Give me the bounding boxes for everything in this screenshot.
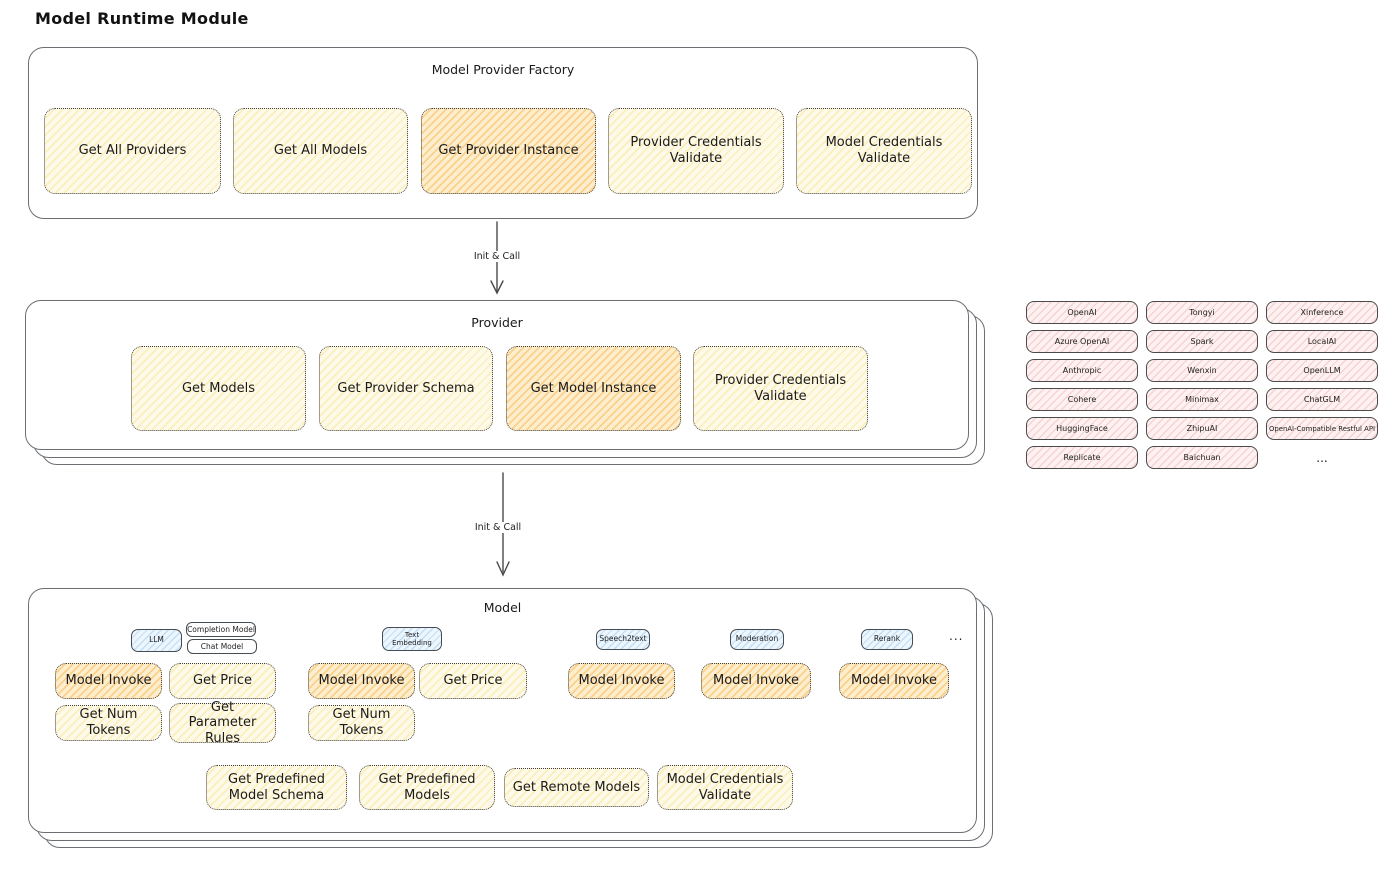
model-card: Model LLM Completion Model Chat Model Te… [28,588,993,848]
provider-pill-openai-compatible: OpenAI-Compatible Restful API [1266,417,1378,440]
provider-box-provider-credentials-validate: Provider Credentials Validate [693,346,868,431]
model-tag-llm: LLM [131,629,182,652]
provider-card-border: Provider Get Models Get Provider Schema … [25,300,969,450]
provider-pill-huggingface: HuggingFace [1026,417,1138,440]
model-tag-text-embedding: Text Embedding [382,627,442,651]
factory-box-model-credentials-validate: Model Credentials Validate [796,108,972,194]
arrow-label-init-call-1: Init & Call [469,251,525,262]
provider-pill-zhipuai: ZhipuAI [1146,417,1258,440]
factory-card-title: Model Provider Factory [431,62,575,77]
factory-box-get-provider-instance: Get Provider Instance [421,108,596,194]
provider-pill-spark: Spark [1146,330,1258,353]
factory-box-get-all-models: Get All Models [233,108,408,194]
model-tag-moderation: Moderation [730,629,784,650]
provider-pill-xinference: Xinference [1266,301,1378,324]
model-llm-model-invoke: Model Invoke [55,663,162,699]
model-card-border: Model LLM Completion Model Chat Model Te… [28,588,977,833]
model-get-predefined-model-schema: Get Predefined Model Schema [206,765,347,810]
factory-card: Model Provider Factory Get All Providers… [28,47,978,219]
model-llm-get-parameter-rules: Get Parameter Rules [169,700,276,746]
model-rerank-model-invoke: Model Invoke [839,663,949,699]
model-text-embedding-model-invoke: Model Invoke [308,663,415,699]
provider-pill-openai: OpenAI [1026,301,1138,324]
diagram-title: Model Runtime Module [35,9,249,28]
provider-card-title: Provider [471,315,523,330]
provider-list-grid: OpenAI Tongyi Xinference Azure OpenAI Sp… [1026,301,1378,469]
provider-pill-tongyi: Tongyi [1146,301,1258,324]
model-get-predefined-models: Get Predefined Models [359,765,495,810]
provider-pill-cohere: Cohere [1026,388,1138,411]
model-speech2text-model-invoke: Model Invoke [568,663,675,699]
model-text-embedding-get-price: Get Price [419,663,527,699]
provider-pill-azure-openai: Azure OpenAI [1026,330,1138,353]
provider-box-get-provider-schema: Get Provider Schema [319,346,493,431]
provider-pill-replicate: Replicate [1026,446,1138,469]
provider-card: Provider Get Models Get Provider Schema … [25,300,985,465]
provider-pill-baichuan: Baichuan [1146,446,1258,469]
factory-box-provider-credentials-validate: Provider Credentials Validate [608,108,784,194]
provider-box-get-model-instance: Get Model Instance [506,346,681,431]
provider-box-get-models: Get Models [131,346,306,431]
model-get-remote-models: Get Remote Models [504,768,649,807]
model-text-embedding-get-num-tokens: Get Num Tokens [308,705,415,741]
model-moderation-model-invoke: Model Invoke [701,663,811,699]
model-llm-get-num-tokens: Get Num Tokens [55,705,162,741]
model-tag-rerank: Rerank [861,629,913,650]
provider-pill-minimax: Minimax [1146,388,1258,411]
arrow-label-init-call-2: Init & Call [470,522,526,533]
model-llm-get-price: Get Price [169,663,276,699]
model-card-title: Model [483,600,522,615]
provider-pill-wenxin: Wenxin [1146,359,1258,382]
model-tag-chat-model: Chat Model [187,639,257,654]
provider-pill-chatglm: ChatGLM [1266,388,1378,411]
model-types-ellipsis: ... [949,629,964,643]
factory-card-border: Model Provider Factory Get All Providers… [28,47,978,219]
model-model-credentials-validate: Model Credentials Validate [657,765,793,810]
provider-pill-openllm: OpenLLM [1266,359,1378,382]
model-tag-completion-model: Completion Model [186,622,256,637]
factory-box-get-all-providers: Get All Providers [44,108,221,194]
provider-list-ellipsis: ... [1316,450,1328,465]
model-tag-speech2text: Speech2text [596,629,650,650]
provider-pill-localai: LocalAI [1266,330,1378,353]
provider-pill-anthropic: Anthropic [1026,359,1138,382]
